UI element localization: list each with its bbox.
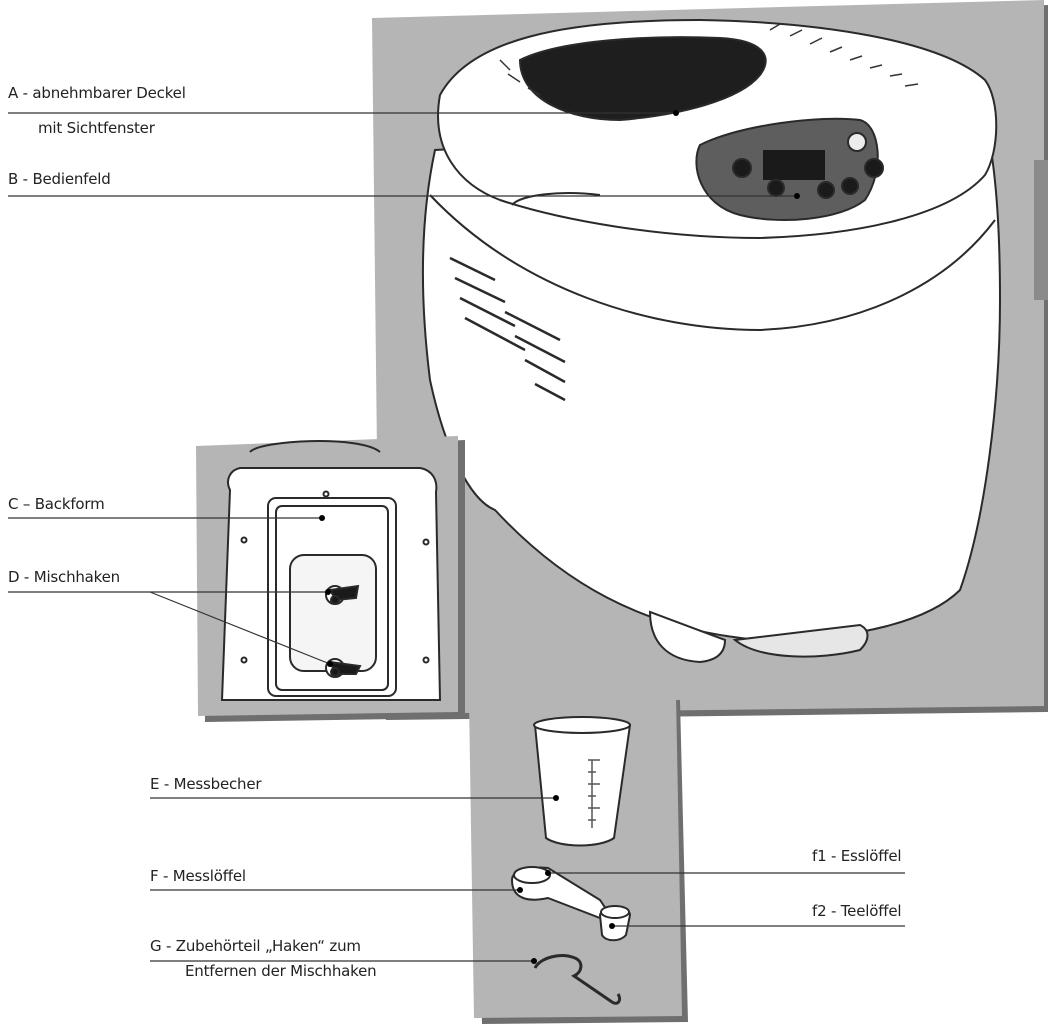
measuring-cup (533, 716, 632, 847)
label-f2-teaspoon: f2 - Teelöffel (812, 902, 902, 920)
leader-dots (319, 110, 800, 964)
label-g-hook-accessory: G - Zubehörteil „Haken“ zum (150, 937, 361, 955)
label-e-measuring-cup: E - Messbecher (150, 775, 262, 793)
label-c-baking-pan: C – Backform (8, 495, 105, 513)
baking-pan (220, 440, 442, 701)
label-d-kneading-paddle: D - Mischhaken (8, 568, 120, 586)
label-g-remove-paddles: Entfernen der Mischhaken (185, 962, 377, 980)
label-b-control-panel: B - Bedienfeld (8, 170, 111, 188)
label-f-measuring-spoon: F - Messlöffel (150, 867, 246, 885)
removal-hook (533, 954, 622, 1005)
leader-lines (8, 112, 905, 962)
bread-maker (422, 18, 1002, 664)
label-a-lid-window: mit Sichtfenster (38, 119, 155, 137)
label-f1-tablespoon: f1 - Esslöffel (812, 847, 902, 865)
accessories-panel (469, 694, 688, 1024)
label-a-lid: A - abnehmbarer Deckel (8, 84, 186, 102)
